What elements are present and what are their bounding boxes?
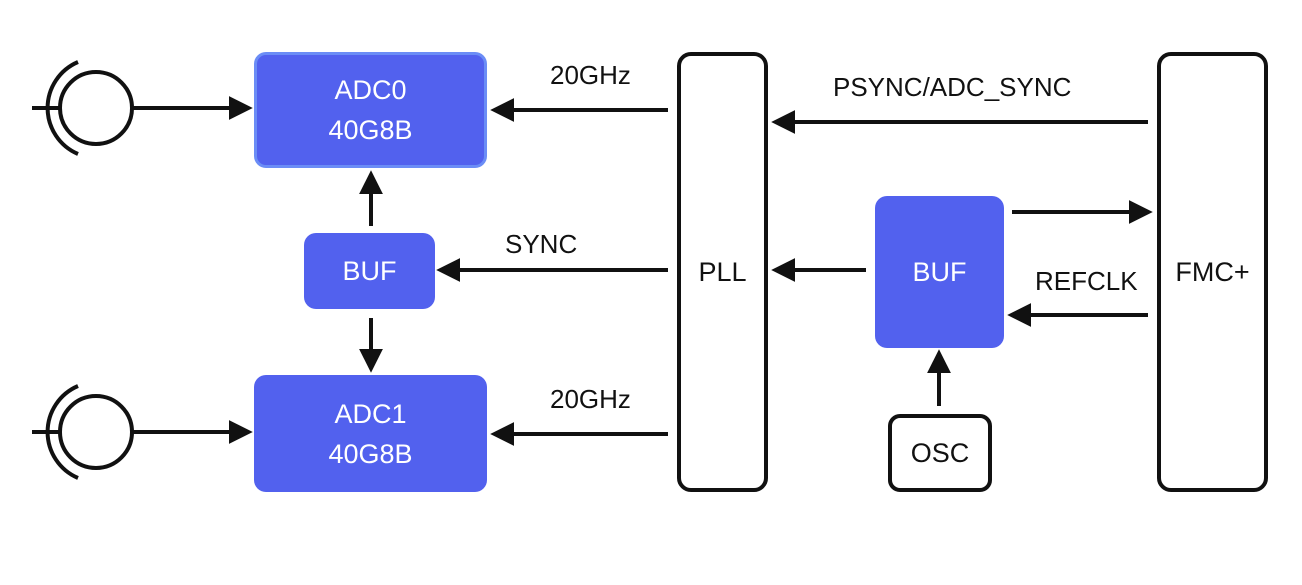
refclk-label: REFCLK: [1035, 266, 1138, 296]
buf-right-label: BUF: [912, 257, 967, 287]
rf-input-connector-icon: [32, 384, 134, 480]
adc1-name: ADC1: [334, 398, 407, 429]
pll-label: PLL: [698, 257, 747, 287]
rf-input-connector-icon: [32, 60, 134, 156]
sync-label: SYNC: [505, 229, 578, 259]
buf-left-label: BUF: [342, 256, 397, 286]
fmc-label: FMC+: [1175, 257, 1250, 287]
osc-label: OSC: [910, 438, 970, 468]
adc1-part: 40G8B: [328, 438, 413, 469]
psync-label: PSYNC/ADC_SYNC: [833, 72, 1072, 102]
adc0-part: 40G8B: [328, 115, 413, 145]
adc0-block: ADC0 40G8B: [254, 52, 487, 168]
clk-top-label: 20GHz: [550, 60, 631, 90]
adc0-name: ADC0: [334, 75, 407, 105]
buf-left-block: BUF: [304, 233, 435, 309]
clk-bottom-label: 20GHz: [550, 384, 631, 414]
fmc-block: FMC+: [1157, 52, 1268, 492]
adc1-block: ADC1 40G8B: [254, 375, 487, 492]
buf-right-block: BUF: [875, 196, 1004, 348]
osc-block: OSC: [888, 414, 992, 492]
pll-block: PLL: [677, 52, 768, 492]
